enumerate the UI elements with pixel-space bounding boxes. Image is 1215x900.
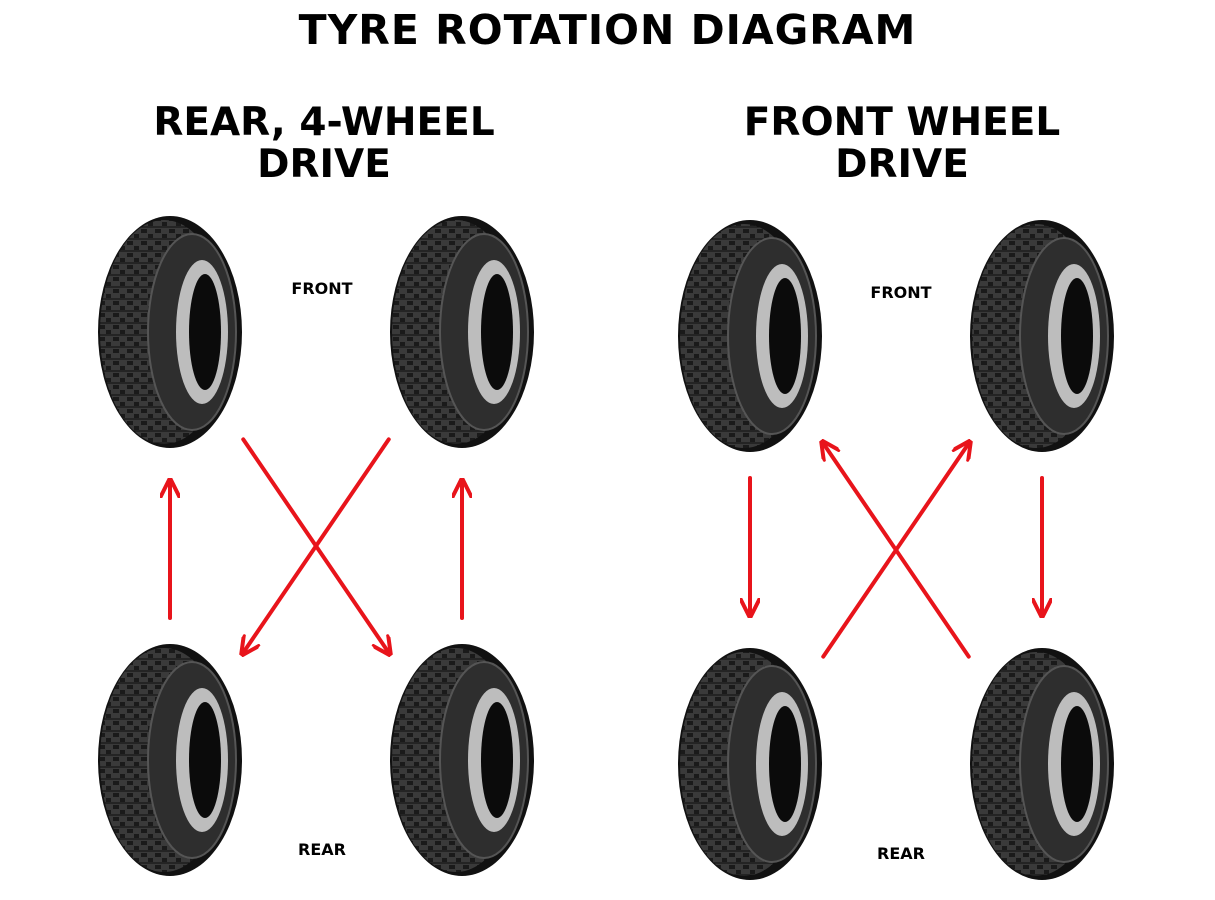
panel-title-fwd: FRONT WHEEL DRIVE bbox=[622, 102, 1182, 186]
panel-title-line2: DRIVE bbox=[257, 142, 391, 187]
tyre-rear-left-panel-2 bbox=[678, 648, 822, 880]
tyre-front-right-panel-1 bbox=[390, 216, 534, 448]
rotation-arrow-rear-right-to-front-left-panel-2 bbox=[823, 443, 971, 659]
tyre-rear-right-panel-1 bbox=[390, 644, 534, 876]
rear-label-right: REAR bbox=[877, 844, 925, 863]
tyre-rear-right-panel-2 bbox=[970, 648, 1114, 880]
rotation-arrow-front-right-to-rear-left-panel-1 bbox=[243, 437, 391, 652]
tyre-rear-left-panel-1 bbox=[98, 644, 242, 876]
tyre-front-left-panel-2 bbox=[678, 220, 822, 452]
panel-title-rear-4wd: REAR, 4-WHEEL DRIVE bbox=[44, 102, 604, 186]
tyre-front-right-panel-2 bbox=[970, 220, 1114, 452]
page-title: TYRE ROTATION DIAGRAM bbox=[298, 6, 917, 54]
panel-title-line2: DRIVE bbox=[835, 142, 969, 187]
front-label-right: FRONT bbox=[870, 283, 932, 302]
panel-title-line1: REAR, 4-WHEEL bbox=[153, 100, 495, 145]
front-label-left: FRONT bbox=[291, 279, 353, 298]
panel-title-line1: FRONT WHEEL bbox=[743, 100, 1061, 145]
tyre-front-left-panel-1 bbox=[98, 216, 242, 448]
rear-label-left: REAR bbox=[298, 840, 346, 859]
